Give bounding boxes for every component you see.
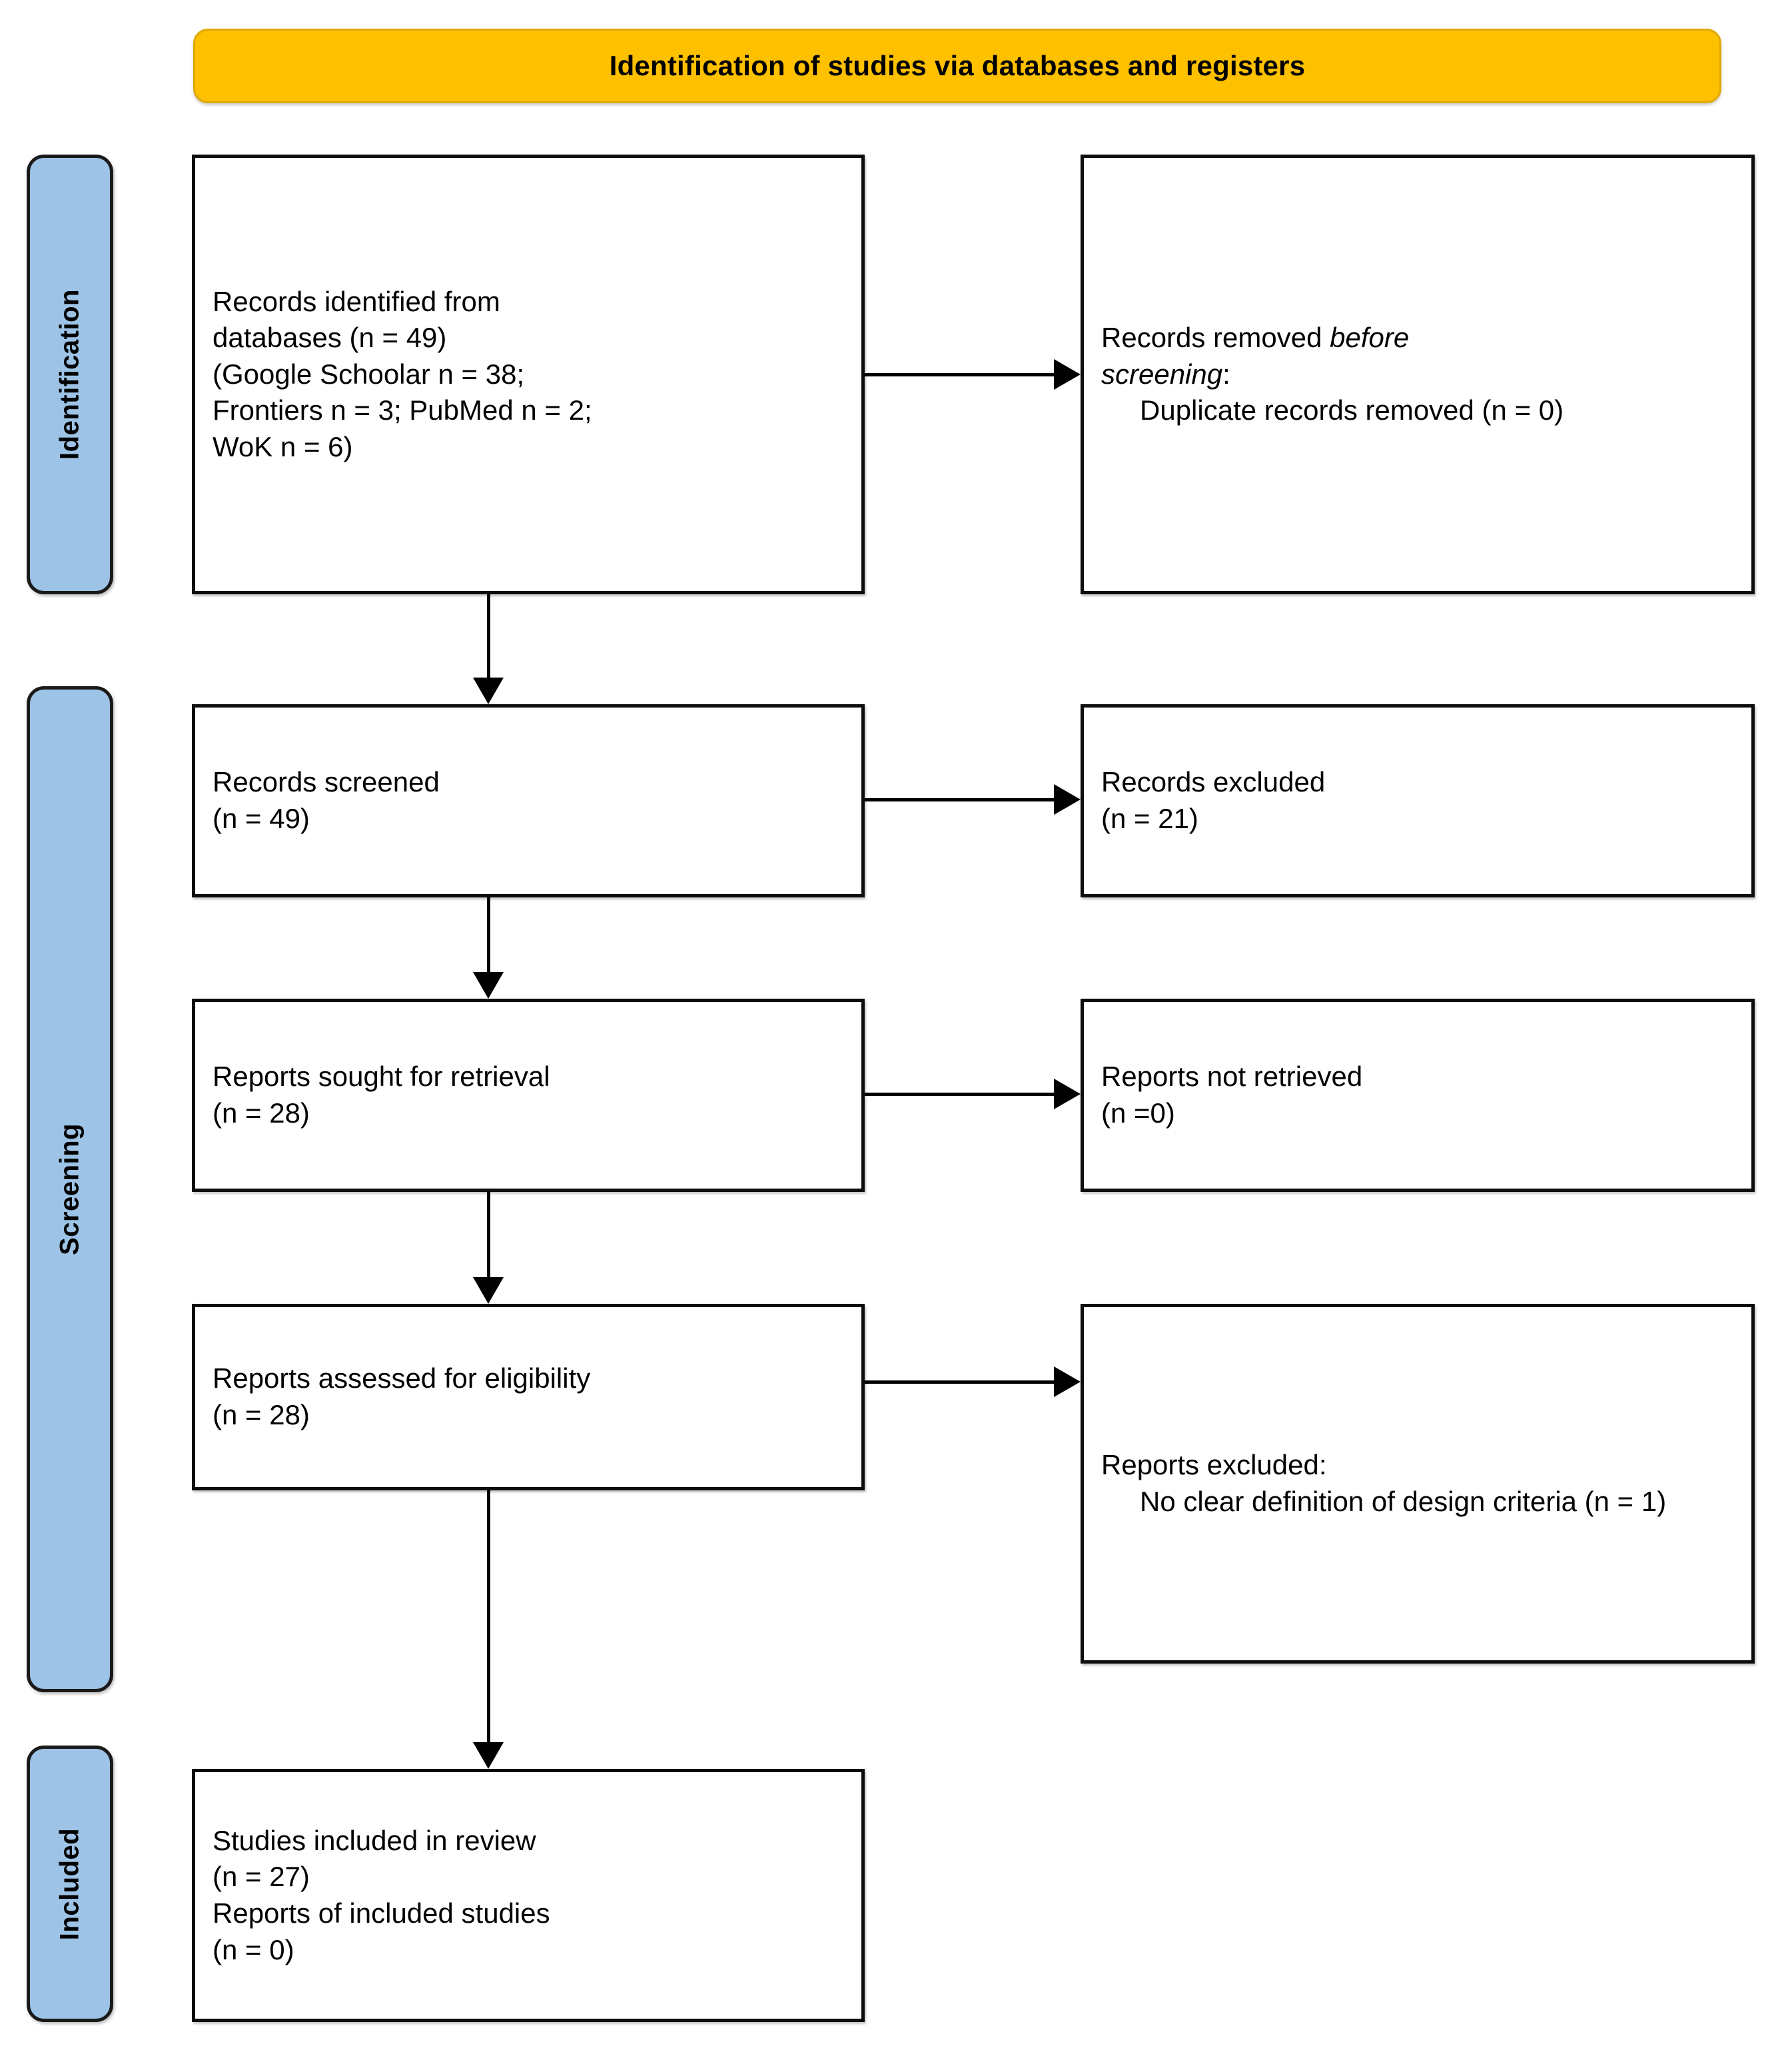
records-screened-line-1: Records screened: [213, 766, 440, 798]
stage-label-identification: Identification: [55, 289, 85, 460]
records-excluded-line-1: Records excluded: [1101, 766, 1326, 798]
stage-label-screening: Screening: [55, 1123, 85, 1255]
arrow-head-assessed-to-included: [473, 1742, 504, 1769]
reports-sought-line-2: (n = 28): [213, 1097, 310, 1129]
arrow-head-assessed-to-excluded: [1054, 1366, 1081, 1397]
box-reports-excluded-text: Reports excluded: No clear definition of…: [1084, 1447, 1751, 1520]
box-records-screened-text: Records screened (n = 49): [195, 764, 861, 837]
reports-assessed-line-1: Reports assessed for eligibility: [213, 1362, 591, 1394]
box-reports-sought-text: Reports sought for retrieval (n = 28): [195, 1059, 861, 1131]
arrow-line-sought-to-not-retrieved: [865, 1093, 1054, 1096]
studies-included-line-2: (n = 27): [213, 1861, 310, 1893]
box-studies-included: Studies included in review (n = 27) Repo…: [192, 1769, 865, 2022]
box-reports-assessed-text: Reports assessed for eligibility (n = 28…: [195, 1360, 861, 1433]
arrow-line-screened-to-sought: [487, 897, 490, 972]
box-records-excluded: Records excluded (n = 21): [1081, 704, 1755, 897]
reports-assessed-line-2: (n = 28): [213, 1399, 310, 1430]
reports-excluded-heading: Reports excluded:: [1101, 1449, 1327, 1481]
box-studies-included-text: Studies included in review (n = 27) Repo…: [195, 1823, 861, 1968]
arrow-line-identified-to-removed: [865, 373, 1054, 376]
diagram-header-banner: Identification of studies via databases …: [193, 29, 1721, 103]
box-records-identified: Records identified from databases (n = 4…: [192, 155, 865, 594]
stage-sidebar-screening: Screening: [27, 686, 113, 1692]
records-removed-duplicate-line: Duplicate records removed (n = 0): [1140, 394, 1564, 426]
box-reports-assessed: Reports assessed for eligibility (n = 28…: [192, 1304, 865, 1490]
box-records-removed-text: Records removed before screening: Duplic…: [1084, 320, 1751, 429]
stage-sidebar-identification: Identification: [27, 155, 113, 594]
records-identified-line-5: WoK n = 6): [213, 430, 353, 462]
arrow-line-assessed-to-excluded: [865, 1380, 1054, 1384]
box-records-removed: Records removed before screening: Duplic…: [1081, 155, 1755, 594]
box-reports-sought: Reports sought for retrieval (n = 28): [192, 999, 865, 1192]
reports-sought-line-1: Reports sought for retrieval: [213, 1061, 550, 1093]
records-identified-line-4: Frontiers n = 3; PubMed n = 2;: [213, 394, 592, 426]
records-removed-italic-before: before: [1330, 322, 1410, 354]
arrow-head-identified-to-screened: [473, 678, 504, 704]
box-records-excluded-text: Records excluded (n = 21): [1084, 764, 1751, 837]
box-reports-excluded: Reports excluded: No clear definition of…: [1081, 1304, 1755, 1664]
arrow-head-sought-to-assessed: [473, 1277, 504, 1304]
box-records-identified-text: Records identified from databases (n = 4…: [195, 284, 861, 466]
arrow-line-sought-to-assessed: [487, 1192, 490, 1277]
records-removed-colon: :: [1222, 358, 1230, 390]
records-screened-line-2: (n = 49): [213, 803, 310, 834]
records-removed-italic-screening: screening: [1101, 358, 1223, 390]
diagram-title: Identification of studies via databases …: [609, 50, 1306, 81]
studies-included-line-4: (n = 0): [213, 1933, 294, 1965]
reports-not-retrieved-line-2: (n =0): [1101, 1097, 1175, 1129]
arrow-line-assessed-to-included: [487, 1490, 490, 1742]
arrow-line-identified-to-screened: [487, 594, 490, 678]
box-reports-not-retrieved: Reports not retrieved (n =0): [1081, 999, 1755, 1192]
studies-included-line-3: Reports of included studies: [213, 1897, 550, 1929]
arrow-line-screened-to-excluded: [865, 798, 1054, 801]
arrow-head-screened-to-sought: [473, 972, 504, 999]
records-identified-line-3: (Google Schoolar n = 38;: [213, 358, 525, 390]
records-identified-line-2: databases (n = 49): [213, 322, 447, 354]
reports-excluded-reason: No clear definition of design criteria (…: [1140, 1486, 1667, 1517]
box-records-screened: Records screened (n = 49): [192, 704, 865, 897]
arrow-head-sought-to-not-retrieved: [1054, 1079, 1081, 1109]
records-excluded-line-2: (n = 21): [1101, 803, 1198, 834]
arrow-head-screened-to-excluded: [1054, 784, 1081, 815]
records-identified-line-1: Records identified from: [213, 285, 500, 317]
reports-not-retrieved-line-1: Reports not retrieved: [1101, 1061, 1363, 1093]
arrow-head-identified-to-removed: [1054, 359, 1081, 390]
stage-sidebar-included: Included: [27, 1746, 113, 2022]
box-reports-not-retrieved-text: Reports not retrieved (n =0): [1084, 1059, 1751, 1131]
records-removed-line-2: screening:: [1101, 356, 1734, 393]
records-removed-prefix: Records removed: [1101, 322, 1330, 354]
records-removed-line-1: Records removed before: [1101, 320, 1734, 356]
studies-included-line-1: Studies included in review: [213, 1824, 536, 1856]
stage-label-included: Included: [55, 1827, 85, 1940]
